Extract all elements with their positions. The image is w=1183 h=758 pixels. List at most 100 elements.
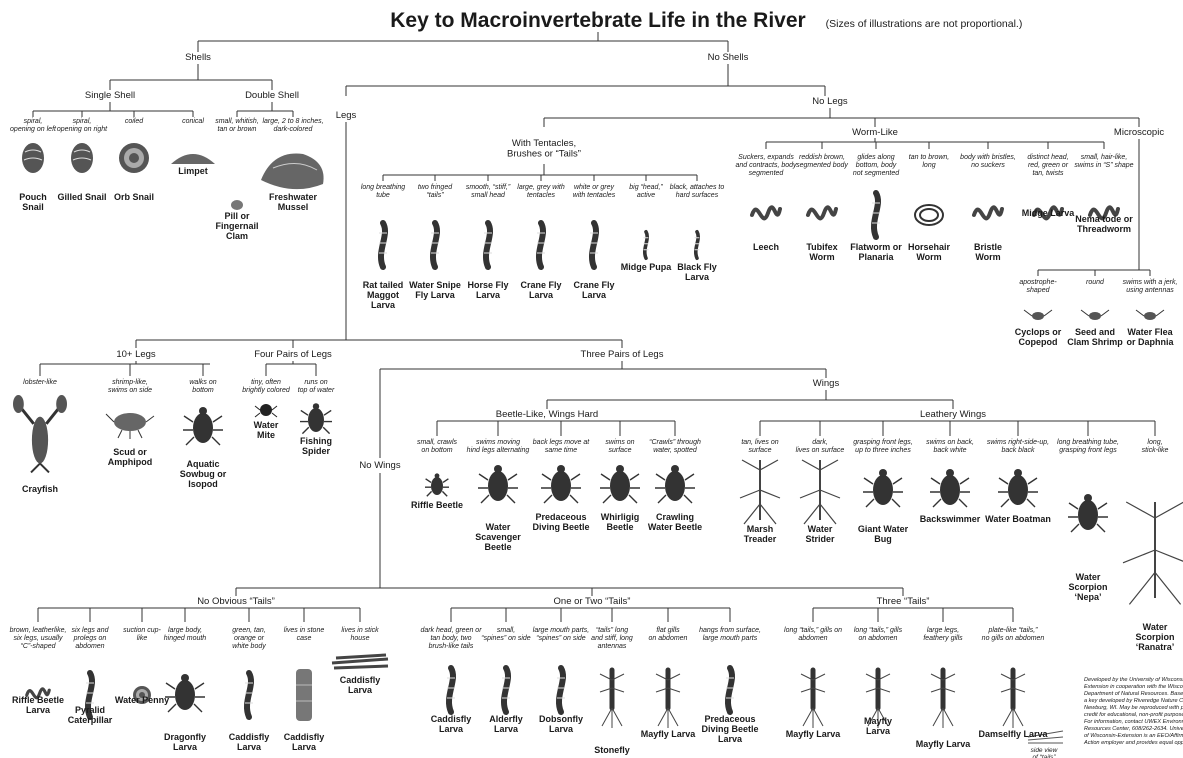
organism-name: Midge Pupa <box>621 262 672 272</box>
organism-name: FreshwaterMussel <box>269 192 318 212</box>
organism-scavenger <box>478 465 518 503</box>
organism-description: coiled <box>125 118 144 125</box>
organism-orb-snail <box>119 143 149 173</box>
organism-description: small, whitish,tan or brown <box>215 118 259 133</box>
branch-no-wings: No Wings <box>359 460 400 471</box>
organism-name: Water Boatman <box>985 514 1051 524</box>
organism-name: Leech <box>753 242 779 252</box>
caddis-4-icon <box>447 668 455 712</box>
water-snipe-icon <box>431 223 439 267</box>
proportion-note: (Sizes of illustrations are not proporti… <box>826 18 1023 30</box>
pill-clam-icon <box>231 200 243 210</box>
branch-no-legs: No Legs <box>812 96 848 107</box>
branch-four-pairs: Four Pairs of Legs <box>254 349 332 360</box>
organism-damselfly <box>1001 670 1025 728</box>
organism-name: Flatworm orPlanaria <box>850 242 902 262</box>
branch-worm-like: Worm-Like <box>852 127 898 138</box>
sowbug-icon <box>183 407 223 445</box>
nepa-icon <box>1068 494 1108 532</box>
organism-description: big “head,”active <box>629 184 663 199</box>
organism-horse-fly <box>484 223 492 267</box>
organism-description: back legs move atsame time <box>533 439 590 454</box>
organism-gilled-snail <box>71 143 93 173</box>
water-flea-icon <box>1136 310 1164 320</box>
branch-wings: Wings <box>813 378 840 389</box>
organism-riffle-beetle <box>425 473 449 496</box>
water-mite-icon <box>255 404 277 417</box>
marsh-treader-icon <box>740 460 780 524</box>
organism-scud <box>106 413 154 439</box>
organism-water-mite <box>255 404 277 417</box>
crayfish-icon <box>13 395 67 472</box>
organism-description: runs ontop of water <box>298 379 335 394</box>
organism-water-snipe <box>431 223 439 267</box>
backswimmer-icon <box>930 469 970 507</box>
organism-crane-fly-1 <box>537 223 545 267</box>
organism-caddis-3 <box>332 655 388 668</box>
water-boatman-icon <box>998 469 1038 507</box>
organism-description: spiral,opening on left <box>10 118 57 133</box>
organism-mussel <box>261 154 324 190</box>
mayfly-1-icon <box>656 670 680 728</box>
organism-whirligig <box>600 465 640 503</box>
whirligig-icon <box>600 465 640 503</box>
caddis-3-icon <box>332 655 388 668</box>
credit-text: Developed by the University of Wisconsin… <box>1083 677 1183 746</box>
organism-name: Giant WaterBug <box>858 524 909 544</box>
damselfly-icon <box>1001 670 1025 728</box>
caddis-2-icon <box>296 669 312 721</box>
organism-water-flea <box>1136 310 1164 320</box>
organism-name: Backswimmer <box>920 514 981 524</box>
organism-description: large, 2 to 8 inches,dark-colored <box>262 118 323 133</box>
flatworm-icon <box>872 193 880 237</box>
organism-description: large mouth parts,“spines” on side <box>533 627 589 642</box>
organism-horsehair <box>915 205 943 225</box>
organism-name: CaddisflyLarva <box>284 732 325 752</box>
organism-pred-larva <box>726 668 734 712</box>
organism-name: Black FlyLarva <box>677 262 717 282</box>
organism-name: Water Penny <box>115 695 169 705</box>
cyclops-icon <box>1024 310 1052 320</box>
organism-water-boatman <box>998 469 1038 507</box>
dobsonfly-icon <box>557 668 565 712</box>
organism-pouch-snail <box>22 143 44 173</box>
organism-description: smooth, “stiff,”small head <box>466 184 511 199</box>
branch-one-two-tails: One or Two “Tails” <box>554 596 631 607</box>
organism-black-fly <box>695 232 700 258</box>
branch-no-shells: No Shells <box>708 52 749 63</box>
organism-name: WaterMite <box>254 420 279 440</box>
organism-name: Limpet <box>178 166 208 176</box>
organism-description: “Crawls” throughwater, spotted <box>649 439 701 454</box>
organism-predaceous <box>541 465 581 503</box>
organism-bristle <box>974 207 1002 218</box>
organism-name: Nema tode orThreadworm <box>1075 214 1133 234</box>
organism-crawling <box>655 465 695 503</box>
mayfly-2-icon <box>801 670 825 728</box>
horse-fly-icon <box>484 223 492 267</box>
organism-name: PouchSnail <box>19 192 47 212</box>
organism-description: large legs,feathery gills <box>923 627 963 642</box>
organism-name: MayflyLarva <box>864 716 892 736</box>
organism-sowbug <box>183 407 223 445</box>
organism-water-strider <box>800 460 840 524</box>
midge-pupa-icon <box>644 232 649 258</box>
branch-shells: Shells <box>185 52 211 63</box>
branch-microscopic: Microscopic <box>1114 127 1164 138</box>
organism-description: body with bristles,no suckers <box>960 154 1016 169</box>
organism-name: Riffle Beetle <box>411 500 463 510</box>
organism-description: dark,lives on surface <box>796 439 845 454</box>
organism-description: glides alongbottom, bodynot segmented <box>853 154 900 177</box>
organism-description: brown, leatherlike,six legs, usually“C”-… <box>10 627 67 650</box>
